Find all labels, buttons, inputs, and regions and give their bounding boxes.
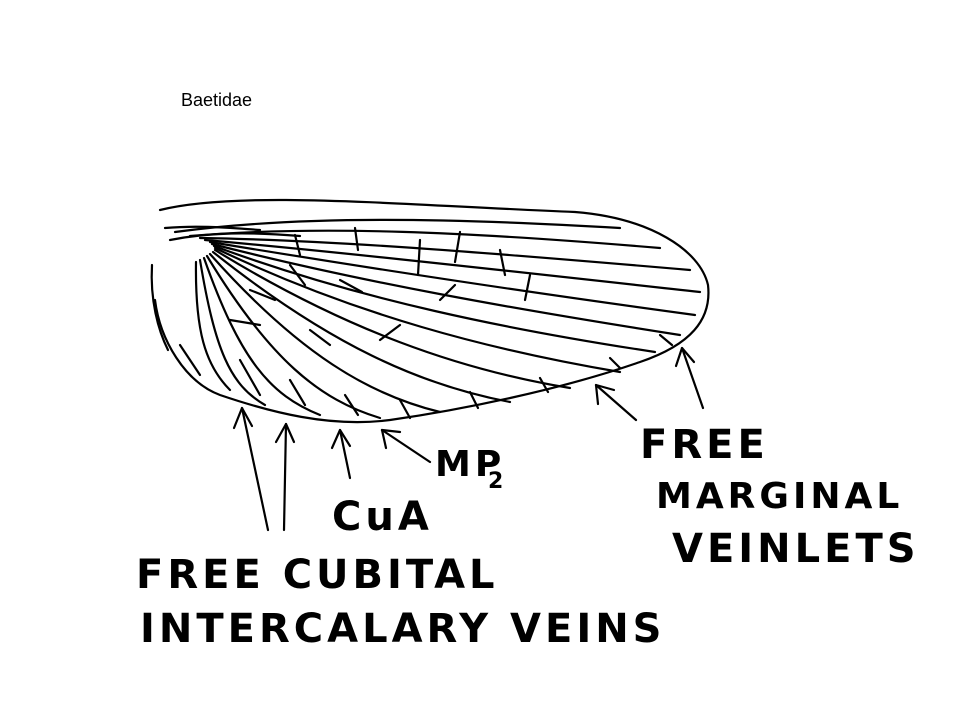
wing-crossvein <box>453 230 462 264</box>
arrow <box>240 406 270 532</box>
wing-intercalary <box>398 398 412 420</box>
wing-vein <box>202 256 322 417</box>
wing-vein <box>211 250 512 404</box>
wing-intercalary <box>178 343 202 377</box>
wing-vein <box>198 236 692 272</box>
wing-vein <box>210 242 682 337</box>
label-mp-subscript: 2 <box>488 469 507 494</box>
page-title: Baetidae <box>181 90 253 110</box>
wing-vein <box>198 258 267 407</box>
arrow <box>594 383 638 422</box>
wing-crossvein <box>308 328 332 347</box>
wing-crossvein <box>498 248 507 277</box>
wing-outline <box>153 198 710 424</box>
arrow <box>594 383 616 406</box>
wing-intercalary <box>538 376 550 394</box>
wing-intercalary <box>608 356 622 370</box>
label-cua: CuA <box>332 494 433 540</box>
label-free-marginal-3: VEINLETS <box>672 526 920 572</box>
wing-intercalary <box>343 393 360 417</box>
arrow <box>232 406 254 430</box>
arrow <box>380 428 432 464</box>
label-free-marginal-2: MARGINAL <box>656 476 903 517</box>
wing-intercalary <box>658 333 674 347</box>
arrow <box>680 346 705 410</box>
label-mp: MP <box>435 444 505 485</box>
wing-crossvein <box>338 278 364 294</box>
wing-vein <box>188 229 662 250</box>
wing-vein <box>203 238 702 294</box>
wing-crossvein <box>438 283 457 302</box>
wing-crossvein <box>353 226 360 252</box>
wing-vein <box>173 218 622 234</box>
wing-vein <box>194 260 232 392</box>
arrow <box>330 428 352 450</box>
wing-intercalary <box>468 390 480 410</box>
arrow <box>674 346 696 368</box>
wing-intercalary <box>238 358 262 397</box>
arrow <box>274 422 296 444</box>
wing-vein <box>208 252 442 414</box>
arrow <box>380 428 402 450</box>
wing-crossvein <box>288 263 307 287</box>
wing-crossvein <box>293 233 302 257</box>
wing-vein <box>212 244 657 354</box>
wing-crossvein <box>378 323 402 342</box>
wing-vein <box>208 240 697 317</box>
wing-crossvein <box>523 273 532 302</box>
label-free-marginal-1: FREE <box>640 422 769 468</box>
wing-crossvein <box>248 288 277 302</box>
arrow <box>338 428 352 480</box>
label-free-cubital-2: INTERCALARY VEINS <box>140 606 665 652</box>
arrow <box>282 422 288 532</box>
wing-crossvein <box>416 238 422 277</box>
wing-left-edge <box>150 263 170 352</box>
label-free-cubital-1: FREE CUBITAL <box>136 552 499 598</box>
wing-intercalary <box>288 378 307 407</box>
wing-vein <box>213 248 572 390</box>
wing-vein <box>213 246 622 374</box>
wing-vein <box>205 254 382 420</box>
wing-crossvein <box>228 318 262 327</box>
